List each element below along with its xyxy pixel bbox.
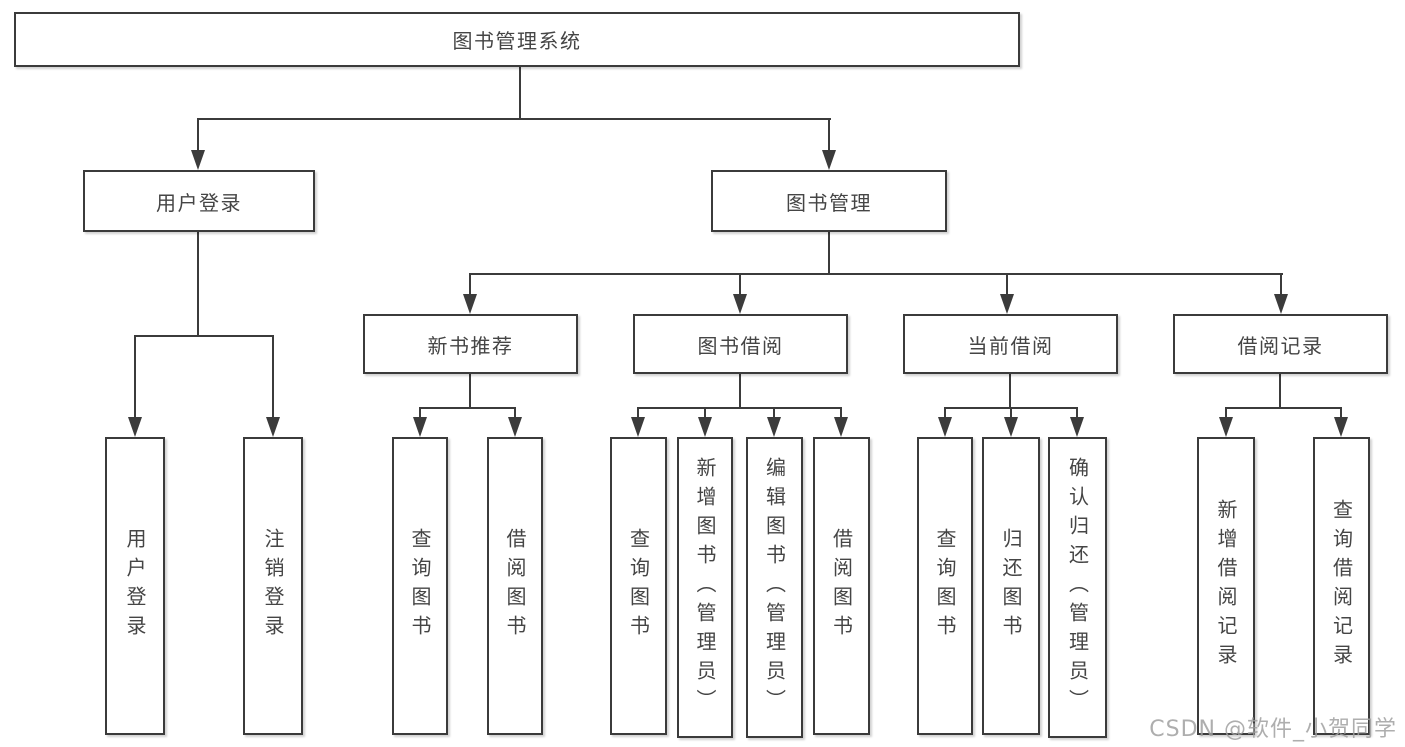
node-root-label: 图书管理系统 xyxy=(452,29,582,53)
leaf-add-books-admin-label: 新增图书（管理员） xyxy=(693,457,717,718)
leaf-rec-borrow-books-label: 借阅图书 xyxy=(503,528,527,644)
connector-line xyxy=(828,231,830,275)
node-book-borrow-label: 图书借阅 xyxy=(697,333,784,358)
leaf-add-borrow-record-label: 新增借阅记录 xyxy=(1214,499,1238,673)
connector-line xyxy=(1280,273,1282,296)
connector-line xyxy=(469,273,471,296)
arrow-down-icon xyxy=(266,417,280,437)
node-user-login: 用户登录 xyxy=(83,170,315,232)
connector-line xyxy=(773,407,775,419)
leaf-rec-query-books-label: 查询图书 xyxy=(408,528,432,644)
connector-line xyxy=(637,407,639,419)
leaf-return-books-label: 归还图书 xyxy=(999,528,1023,644)
node-borrow-records-label: 借阅记录 xyxy=(1237,333,1324,358)
arrow-down-icon xyxy=(822,150,836,170)
leaf-current-query-books-label: 查询图书 xyxy=(933,528,957,644)
arrow-down-icon xyxy=(191,150,205,170)
arrow-down-icon xyxy=(1070,417,1084,437)
connector-line xyxy=(197,231,199,336)
connector-line xyxy=(840,407,842,419)
connector-line xyxy=(469,273,1283,275)
leaf-return-books: 归还图书 xyxy=(982,437,1040,735)
leaf-query-borrow-record: 查询借阅记录 xyxy=(1313,437,1370,735)
arrow-down-icon xyxy=(1004,417,1018,437)
arrow-down-icon xyxy=(128,417,142,437)
connector-line xyxy=(197,118,831,120)
connector-line xyxy=(1279,373,1281,408)
node-current-borrow-label: 当前借阅 xyxy=(967,333,1054,358)
connector-line xyxy=(828,118,830,152)
connector-line xyxy=(197,118,199,152)
connector-line xyxy=(1010,407,1012,419)
connector-line xyxy=(1225,407,1342,409)
leaf-borrow-query-books: 查询图书 xyxy=(610,437,667,735)
connector-line xyxy=(1340,407,1342,419)
leaf-confirm-return-admin: 确认归还（管理员） xyxy=(1048,437,1107,738)
leaf-current-query-books: 查询图书 xyxy=(917,437,973,735)
arrow-down-icon xyxy=(631,417,645,437)
connector-line xyxy=(1006,273,1008,296)
leaf-user-login: 用户登录 xyxy=(105,437,165,735)
connector-line xyxy=(272,335,274,419)
leaf-add-borrow-record: 新增借阅记录 xyxy=(1197,437,1255,735)
leaf-edit-books-admin-label: 编辑图书（管理员） xyxy=(762,457,787,718)
leaf-logout-label: 注销登录 xyxy=(261,528,285,644)
arrow-down-icon xyxy=(463,294,477,314)
arrow-down-icon xyxy=(938,417,952,437)
leaf-query-borrow-record-label: 查询借阅记录 xyxy=(1329,499,1354,673)
leaf-rec-query-books: 查询图书 xyxy=(392,437,448,735)
arrow-down-icon xyxy=(413,417,427,437)
arrow-down-icon xyxy=(834,417,848,437)
node-book-mgmt-label: 图书管理 xyxy=(786,190,872,215)
leaf-confirm-return-admin-label: 确认归还（管理员） xyxy=(1065,457,1090,718)
csdn-watermark: CSDN @软件_小贺同学 xyxy=(1149,717,1397,742)
leaf-edit-books-admin: 编辑图书（管理员） xyxy=(746,437,803,738)
node-current-borrow: 当前借阅 xyxy=(903,314,1118,374)
connector-line xyxy=(1009,373,1011,408)
connector-line xyxy=(419,407,421,419)
connector-line xyxy=(704,407,706,419)
leaf-add-books-admin: 新增图书（管理员） xyxy=(677,437,733,738)
leaf-borrow-query-books-label: 查询图书 xyxy=(626,528,651,644)
node-new-book-rec-label: 新书推荐 xyxy=(427,333,514,358)
leaf-user-login-label: 用户登录 xyxy=(123,528,147,644)
connector-line xyxy=(1076,407,1078,419)
connector-line xyxy=(739,273,741,296)
connector-line xyxy=(514,407,516,419)
arrow-down-icon xyxy=(1000,294,1014,314)
leaf-rec-borrow-books: 借阅图书 xyxy=(487,437,543,735)
arrow-down-icon xyxy=(1274,294,1288,314)
connector-line xyxy=(134,335,274,337)
connector-line xyxy=(134,335,136,419)
connector-line xyxy=(637,407,842,409)
node-root: 图书管理系统 xyxy=(14,12,1020,67)
connector-line xyxy=(469,373,471,408)
node-borrow-records: 借阅记录 xyxy=(1173,314,1388,374)
arrow-down-icon xyxy=(767,417,781,437)
node-new-book-rec: 新书推荐 xyxy=(363,314,578,374)
node-user-login-label: 用户登录 xyxy=(156,190,242,215)
arrow-down-icon xyxy=(1219,417,1233,437)
connector-line xyxy=(519,67,521,120)
node-book-borrow: 图书借阅 xyxy=(633,314,848,374)
arrow-down-icon xyxy=(698,417,712,437)
connector-line xyxy=(944,407,946,419)
arrow-down-icon xyxy=(508,417,522,437)
connector-line xyxy=(419,407,516,409)
arrow-down-icon xyxy=(1334,417,1348,437)
arrow-down-icon xyxy=(733,294,747,314)
leaf-borrow-books-label: 借阅图书 xyxy=(829,528,854,644)
node-book-mgmt: 图书管理 xyxy=(711,170,947,232)
leaf-borrow-books: 借阅图书 xyxy=(813,437,870,735)
connector-line xyxy=(739,373,741,408)
leaf-logout: 注销登录 xyxy=(243,437,303,735)
connector-line xyxy=(1225,407,1227,419)
